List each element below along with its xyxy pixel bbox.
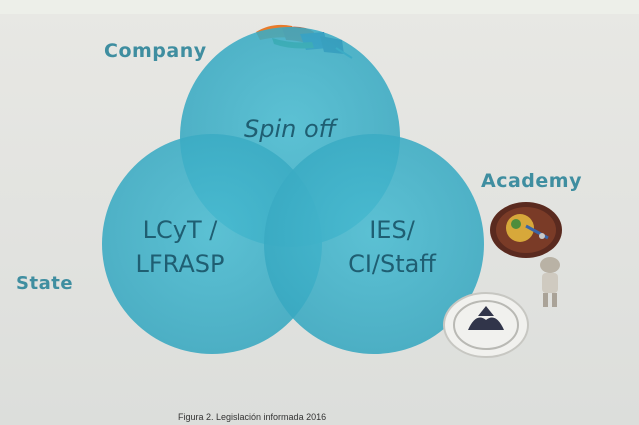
- figure-icon: [540, 257, 560, 307]
- right-circle-label-line1: IES/: [369, 216, 415, 244]
- left-circle: [102, 134, 322, 354]
- top-circle-label: Spin off: [244, 115, 339, 143]
- left-circle-label-line2: LFRASP: [135, 250, 224, 278]
- left-circle-label-line1: LCyT /: [143, 216, 219, 244]
- university-crest-icon: [443, 292, 529, 358]
- company-label: Company: [104, 40, 207, 62]
- top-band: [0, 0, 639, 14]
- right-circle: [264, 134, 484, 354]
- right-circle-label-line2: CI/Staff: [348, 250, 436, 278]
- academy-label: Academy: [481, 170, 582, 192]
- state-label: State: [16, 273, 74, 294]
- figure-caption: Figura 2. Legislación informada 2016: [178, 412, 327, 422]
- academy-seal-icon: [490, 202, 562, 258]
